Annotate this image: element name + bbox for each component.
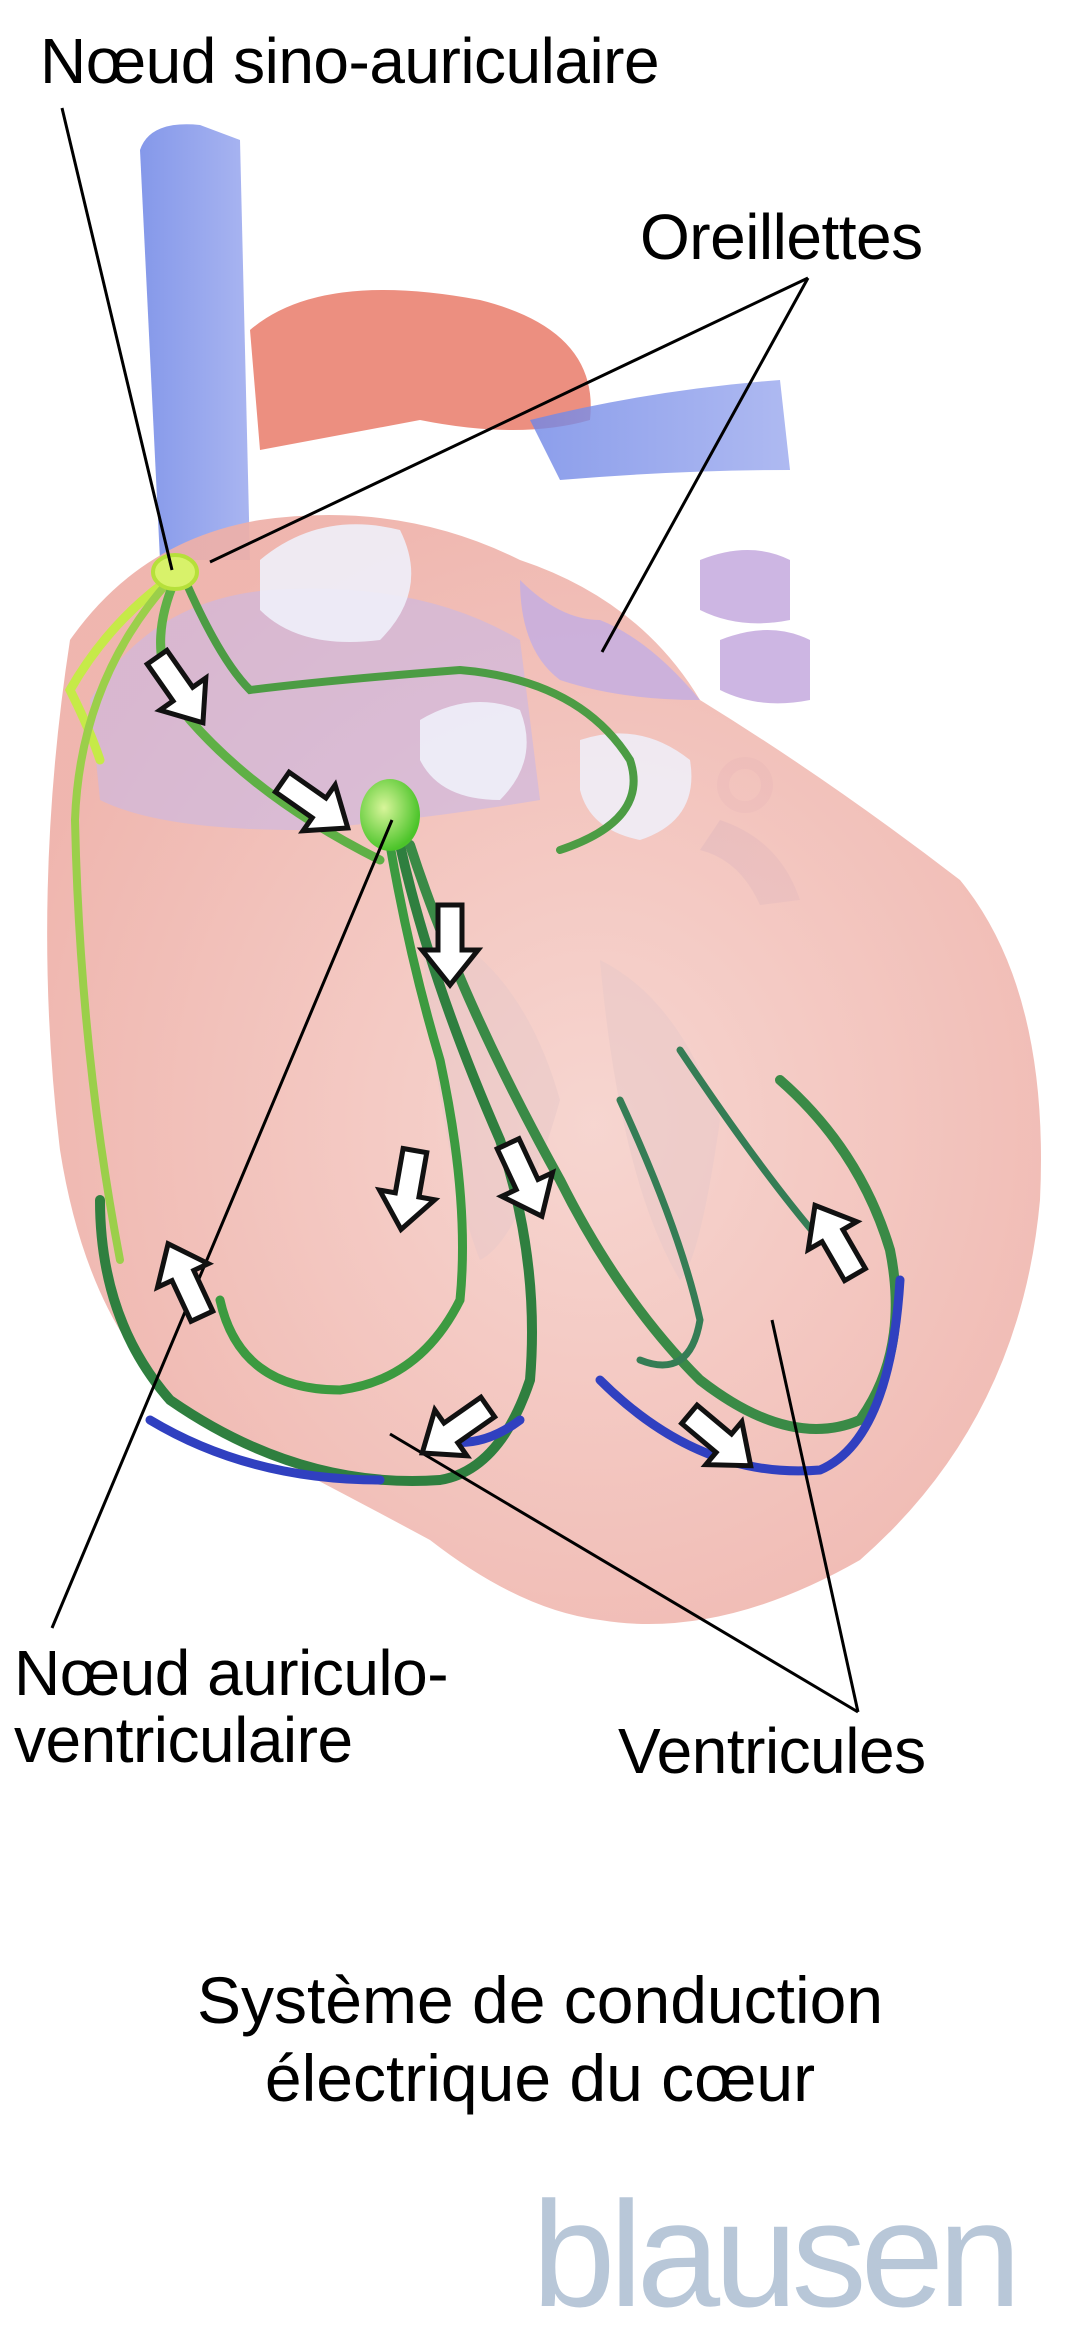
- label-ventricles: Ventricules: [618, 1715, 926, 1787]
- label-av-node-line2: ventriculaire: [14, 1704, 353, 1777]
- leader-lines: [50, 107, 860, 1714]
- label-av-node: Nœud auriculo- ventriculaire: [14, 1637, 449, 1777]
- arrow-icon: [493, 1135, 557, 1220]
- blausen-logo: blausen: [532, 2170, 1021, 2338]
- arrow-icon: [418, 1393, 499, 1459]
- arrow-icon: [153, 1240, 217, 1325]
- arrow-icon: [416, 902, 484, 990]
- label-sa-node: Nœud sino-auriculaire: [40, 25, 660, 97]
- arrow-icon: [678, 1401, 754, 1469]
- label-atria: Oreillettes: [640, 201, 923, 273]
- title-line-1: Système de conduction: [196, 1963, 884, 2037]
- conduction-fibers: [64, 553, 905, 1486]
- heart-body: [47, 515, 1041, 1624]
- diagram-title: Système de conduction électrique du cœur: [0, 1962, 1080, 2118]
- arrow-icon: [804, 1201, 869, 1285]
- arrow-icon: [143, 646, 209, 727]
- label-av-node-line1: Nœud auriculo-: [14, 1637, 449, 1709]
- title-line-2: électrique du cœur: [264, 2040, 816, 2115]
- arrow-icon: [374, 1145, 441, 1234]
- arrow-icon: [271, 768, 352, 834]
- flow-arrows: [143, 646, 869, 1469]
